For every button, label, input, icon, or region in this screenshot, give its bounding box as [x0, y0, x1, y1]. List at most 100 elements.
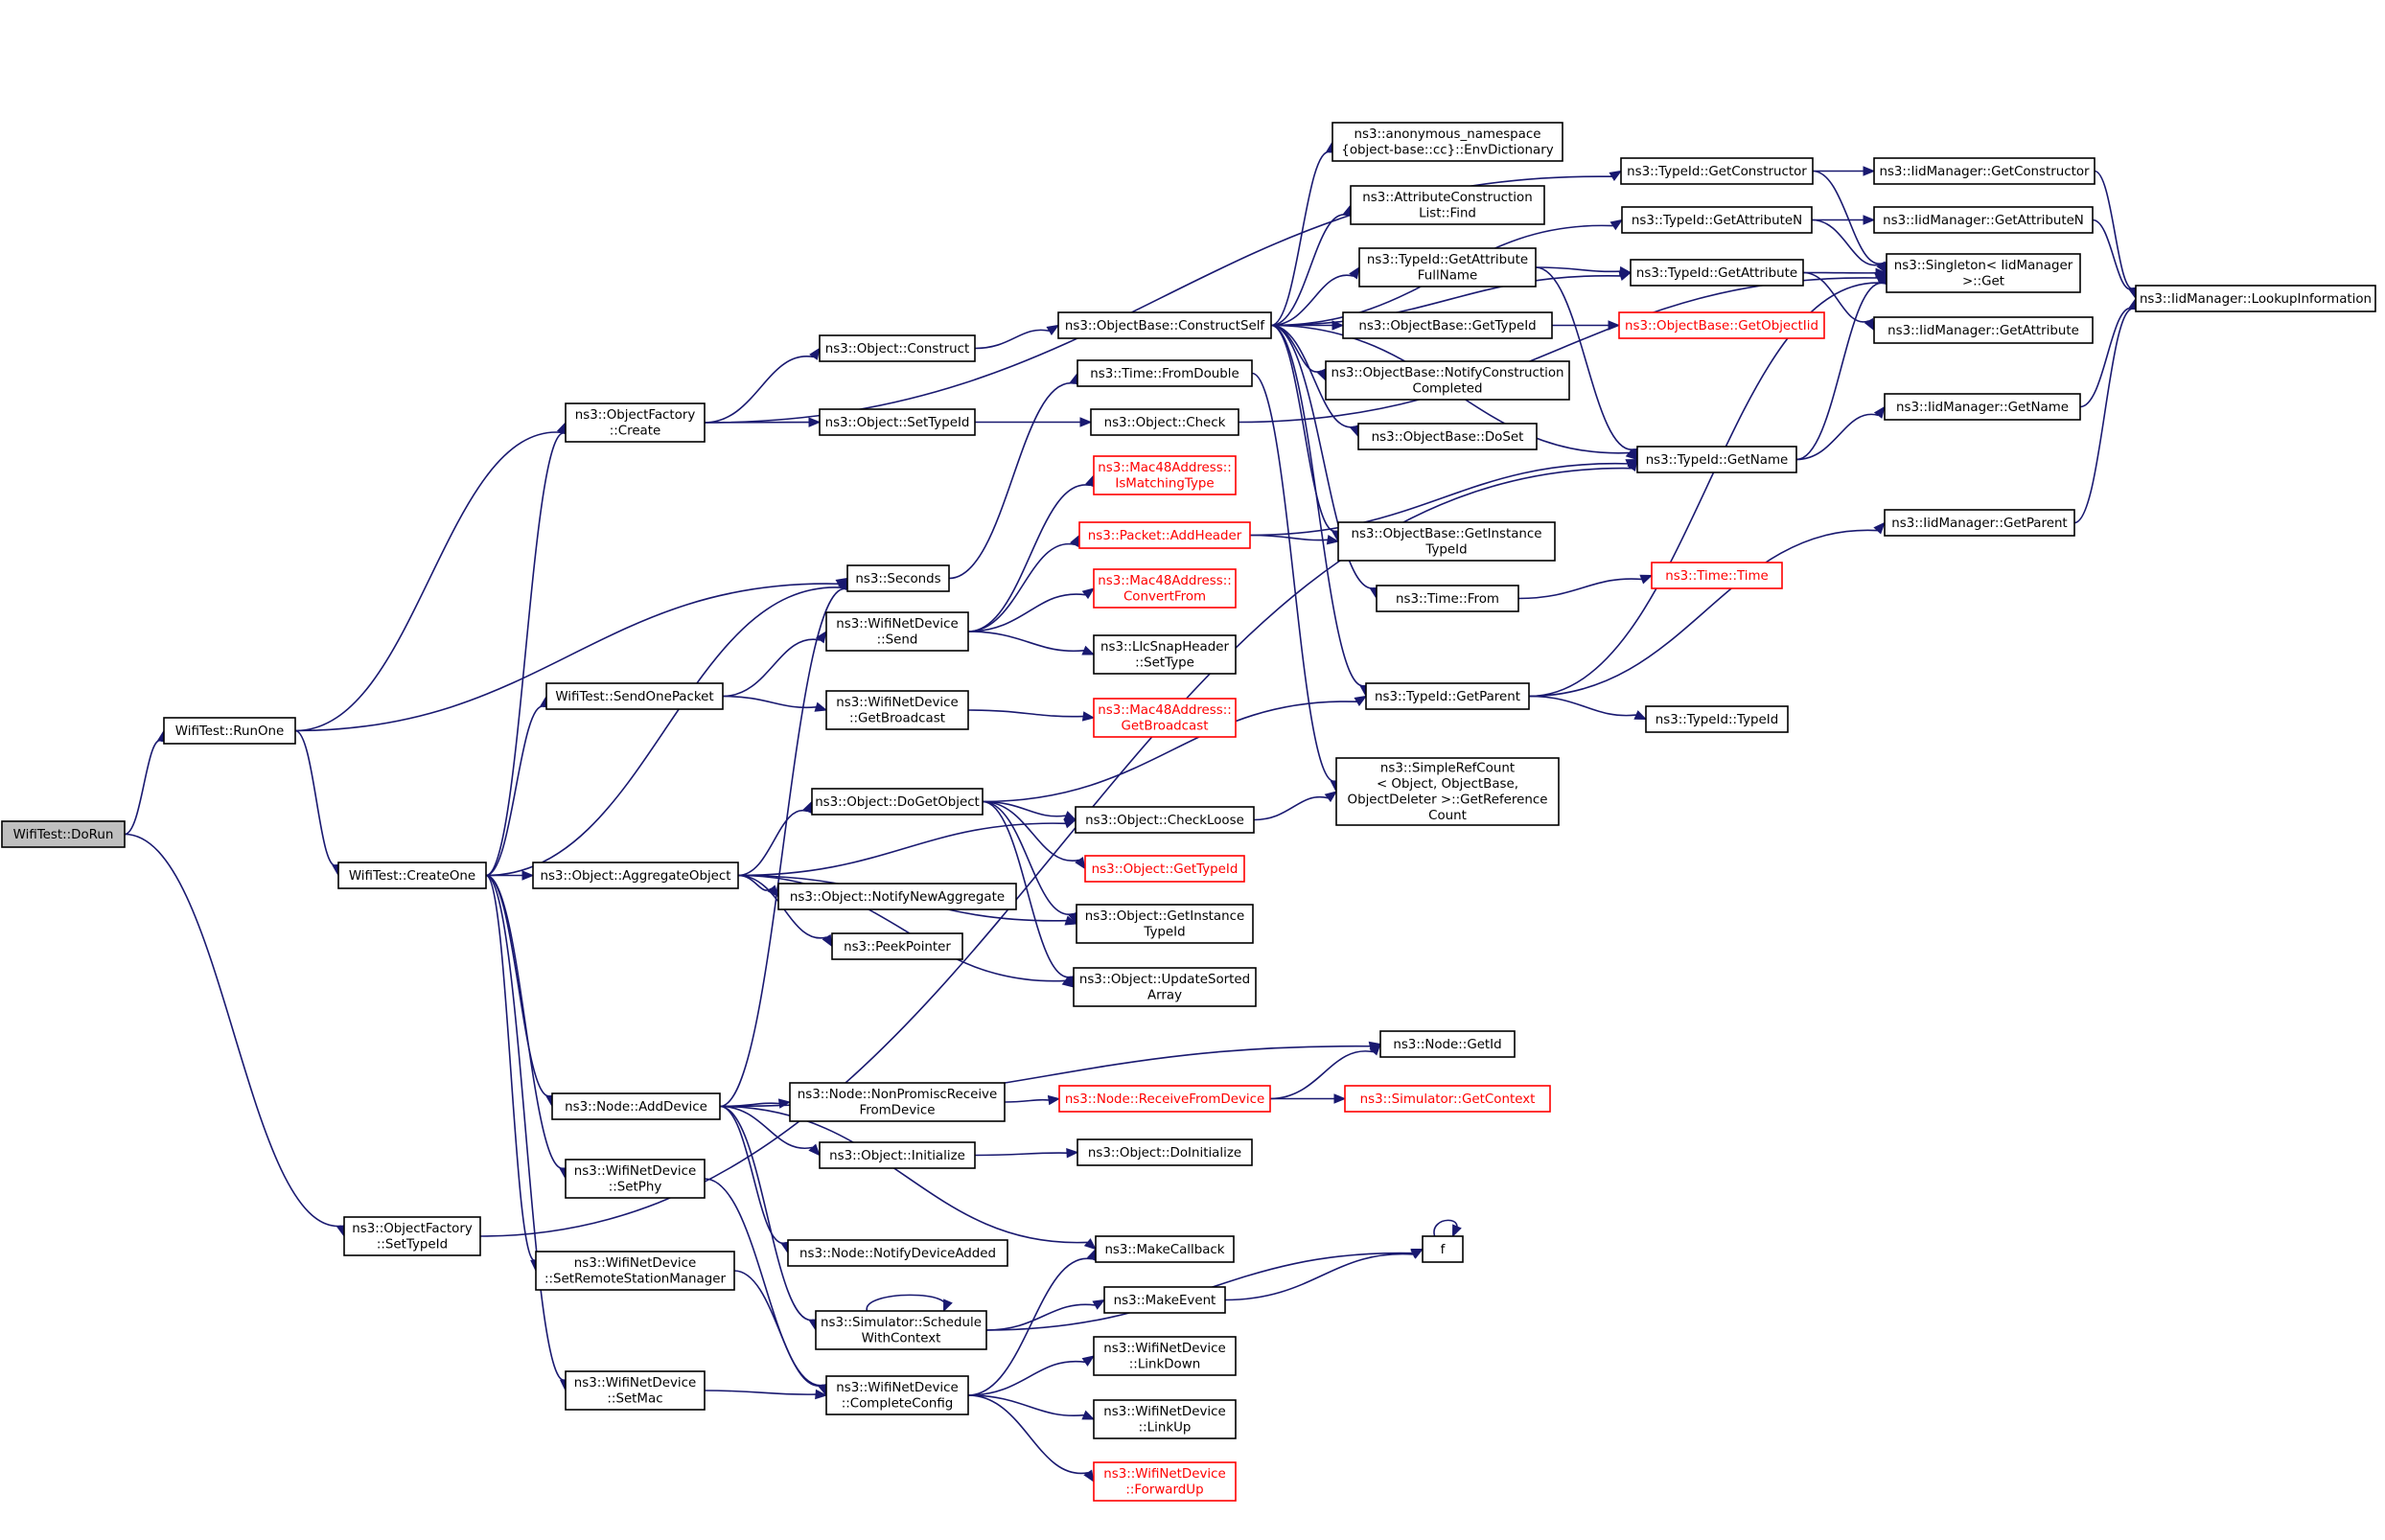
node-box — [1350, 185, 1545, 225]
node-tidtypeid[interactable]: ns3::TypeId::TypeId — [1645, 705, 1789, 733]
edge-tidgetparent-to-tidtypeid — [1528, 695, 1648, 721]
node-setrsm[interactable]: ns3::WifiNetDevice::SetRemoteStationMana… — [535, 1251, 735, 1291]
node-box — [1379, 1030, 1516, 1058]
node-label-line: ns3::TypeId::GetAttributeN — [1632, 214, 1802, 228]
node-peekpointer[interactable]: ns3::PeekPointer — [831, 932, 963, 960]
node-notifyconstruction[interactable]: ns3::ObjectBase::NotifyConstructionCompl… — [1325, 360, 1570, 401]
node-objconstruct[interactable]: ns3::Object::Construct — [819, 334, 976, 362]
node-linkup[interactable]: ns3::WifiNetDevice::LinkUp — [1093, 1399, 1237, 1439]
node-label-line: ns3::WifiNetDevice — [574, 1164, 696, 1179]
node-makeevent[interactable]: ns3::MakeEvent — [1103, 1286, 1226, 1314]
node-box — [1, 820, 126, 848]
node-tidgetconstructor[interactable]: ns3::TypeId::GetConstructor — [1620, 157, 1814, 185]
node-dogetobject[interactable]: ns3::Object::DoGetObject — [811, 788, 984, 816]
node-label-line: Completed — [1412, 382, 1482, 397]
edge-setrsm-to-completeconfig — [733, 1270, 828, 1397]
node-timetime[interactable]: ns3::Time::Time — [1651, 562, 1783, 589]
node-doinitialize[interactable]: ns3::Object::DoInitialize — [1077, 1138, 1253, 1166]
node-label-line: ns3::WifiNetDevice — [1103, 1342, 1225, 1356]
node-setphy[interactable]: ns3::WifiNetDevice::SetPhy — [565, 1159, 706, 1199]
node-label-line: f — [1441, 1243, 1446, 1257]
node-box — [565, 402, 706, 443]
node-notifynewagg[interactable]: ns3::Object::NotifyNewAggregate — [777, 883, 1017, 910]
node-setmac[interactable]: ns3::WifiNetDevice::SetMac — [565, 1370, 706, 1411]
node-adddevice[interactable]: ns3::Node::AddDevice — [551, 1092, 721, 1120]
edge-setmac-to-completeconfig — [704, 1389, 828, 1400]
node-runone[interactable]: WifiTest::RunOne — [163, 717, 296, 745]
node-wndsend[interactable]: ns3::WifiNetDevice::Send — [825, 611, 969, 652]
node-iidgetparent[interactable]: ns3::IidManager::GetParent — [1884, 509, 2075, 537]
node-checkloose[interactable]: ns3::Object::CheckLoose — [1075, 806, 1255, 834]
node-tidgetattributen[interactable]: ns3::TypeId::GetAttributeN — [1621, 206, 1813, 234]
node-convertfrom[interactable]: ns3::Mac48Address::ConvertFrom — [1093, 568, 1237, 609]
node-objgettypeid[interactable]: ns3::Object::GetTypeId — [1084, 855, 1245, 883]
node-ofcreate[interactable]: ns3::ObjectFactory::Create — [565, 402, 706, 443]
node-iidgetconstructor[interactable]: ns3::IidManager::GetConstructor — [1873, 157, 2096, 185]
edge-f-to-f — [1433, 1219, 1462, 1238]
node-fromdouble[interactable]: ns3::Time::FromDouble — [1077, 359, 1253, 387]
node-box — [1422, 1235, 1464, 1263]
node-label-line: ns3::WifiNetDevice — [574, 1376, 696, 1391]
node-makecallback[interactable]: ns3::MakeCallback — [1095, 1235, 1235, 1263]
node-constructself[interactable]: ns3::ObjectBase::ConstructSelf — [1057, 311, 1272, 339]
node-aggregate[interactable]: ns3::Object::AggregateObject — [532, 862, 739, 889]
node-ofsettypeid[interactable]: ns3::ObjectFactory::SetTypeId — [343, 1216, 481, 1256]
node-lookupinfo[interactable]: ns3::IidManager::LookupInformation — [2135, 285, 2376, 312]
node-iidgetname[interactable]: ns3::IidManager::GetName — [1884, 393, 2081, 421]
node-label-line: ns3::Time::From — [1396, 592, 1499, 607]
node-objinitialize[interactable]: ns3::Object::Initialize — [819, 1141, 976, 1169]
node-box — [1620, 157, 1814, 185]
node-label-line: ::GetBroadcast — [849, 712, 945, 726]
edge-adddevice-to-makecallback — [719, 1105, 1098, 1251]
node-obgettypeid[interactable]: ns3::ObjectBase::GetTypeId — [1342, 311, 1553, 339]
node-label-line: ns3::Simulator::Schedule — [821, 1316, 982, 1330]
node-envdict[interactable]: ns3::anonymous_namespace{object-base::cc… — [1331, 122, 1563, 162]
node-f[interactable]: f — [1422, 1235, 1464, 1263]
node-iidgetattribute[interactable]: ns3::IidManager::GetAttribute — [1873, 316, 2094, 344]
node-iidgetattributen[interactable]: ns3::IidManager::GetAttributeN — [1873, 206, 2094, 234]
node-obgetobjectiid[interactable]: ns3::ObjectBase::GetObjectIid — [1618, 311, 1825, 339]
node-notifydeviceadded[interactable]: ns3::Node::NotifyDeviceAdded — [787, 1239, 1008, 1267]
node-seconds[interactable]: ns3::Seconds — [846, 564, 950, 592]
edge-createone-to-sendonepacket — [485, 695, 550, 877]
node-simgetcontext[interactable]: ns3::Simulator::GetContext — [1344, 1085, 1551, 1113]
node-tidgetparent[interactable]: ns3::TypeId::GetParent — [1365, 682, 1530, 710]
node-label-line: ns3::LlcSnapHeader — [1100, 640, 1229, 655]
node-label-line: ns3::SimpleRefCount — [1380, 762, 1515, 776]
node-box — [825, 690, 969, 730]
node-wndgetbroadcast[interactable]: ns3::WifiNetDevice::GetBroadcast — [825, 690, 969, 730]
node-label-line: ns3::IidManager::GetName — [1896, 401, 2069, 415]
node-sendonepacket[interactable]: WifiTest::SendOnePacket — [545, 682, 724, 710]
node-createone[interactable]: WifiTest::CreateOne — [337, 862, 487, 889]
node-llcsettype[interactable]: ns3::LlcSnapHeader::SetType — [1093, 634, 1237, 675]
node-singletonget[interactable]: ns3::Singleton< IidManager>::Get — [1886, 253, 2081, 293]
node-addheader[interactable]: ns3::Packet::AddHeader — [1078, 521, 1251, 549]
edge-sendonepacket-to-wndsend — [722, 630, 827, 698]
node-completeconfig[interactable]: ns3::WifiNetDevice::CompleteConfig — [825, 1375, 969, 1415]
node-receivefromdevice[interactable]: ns3::Node::ReceiveFromDevice — [1058, 1085, 1271, 1113]
node-simplerefcount[interactable]: ns3::SimpleRefCount< Object, ObjectBase,… — [1335, 757, 1560, 826]
node-box — [1335, 757, 1560, 826]
node-forwardup[interactable]: ns3::WifiNetDevice::ForwardUp — [1093, 1461, 1237, 1502]
node-objcheck[interactable]: ns3::Object::Check — [1090, 408, 1239, 436]
node-timefrom[interactable]: ns3::Time::From — [1376, 585, 1519, 612]
node-label-line: ns3::ObjectBase::GetInstance — [1351, 527, 1541, 541]
node-ismatchingtype[interactable]: ns3::Mac48Address::IsMatchingType — [1093, 455, 1237, 495]
node-dorun[interactable]: WifiTest::DoRun — [1, 820, 126, 848]
node-tidgetattribute[interactable]: ns3::TypeId::GetAttribute — [1630, 259, 1804, 287]
node-objsettypeid[interactable]: ns3::Object::SetTypeId — [819, 408, 976, 436]
node-macgetbroadcast[interactable]: ns3::Mac48Address::GetBroadcast — [1093, 698, 1237, 738]
node-obdoset[interactable]: ns3::ObjectBase::DoSet — [1357, 423, 1538, 450]
node-nodegetid[interactable]: ns3::Node::GetId — [1379, 1030, 1516, 1058]
node-label-line: ns3::IidManager::GetAttribute — [1887, 324, 2079, 338]
node-label-line: ns3::AttributeConstruction — [1362, 191, 1532, 205]
node-tidgetname[interactable]: ns3::TypeId::GetName — [1636, 446, 1797, 473]
node-linkdown[interactable]: ns3::WifiNetDevice::LinkDown — [1093, 1336, 1237, 1376]
